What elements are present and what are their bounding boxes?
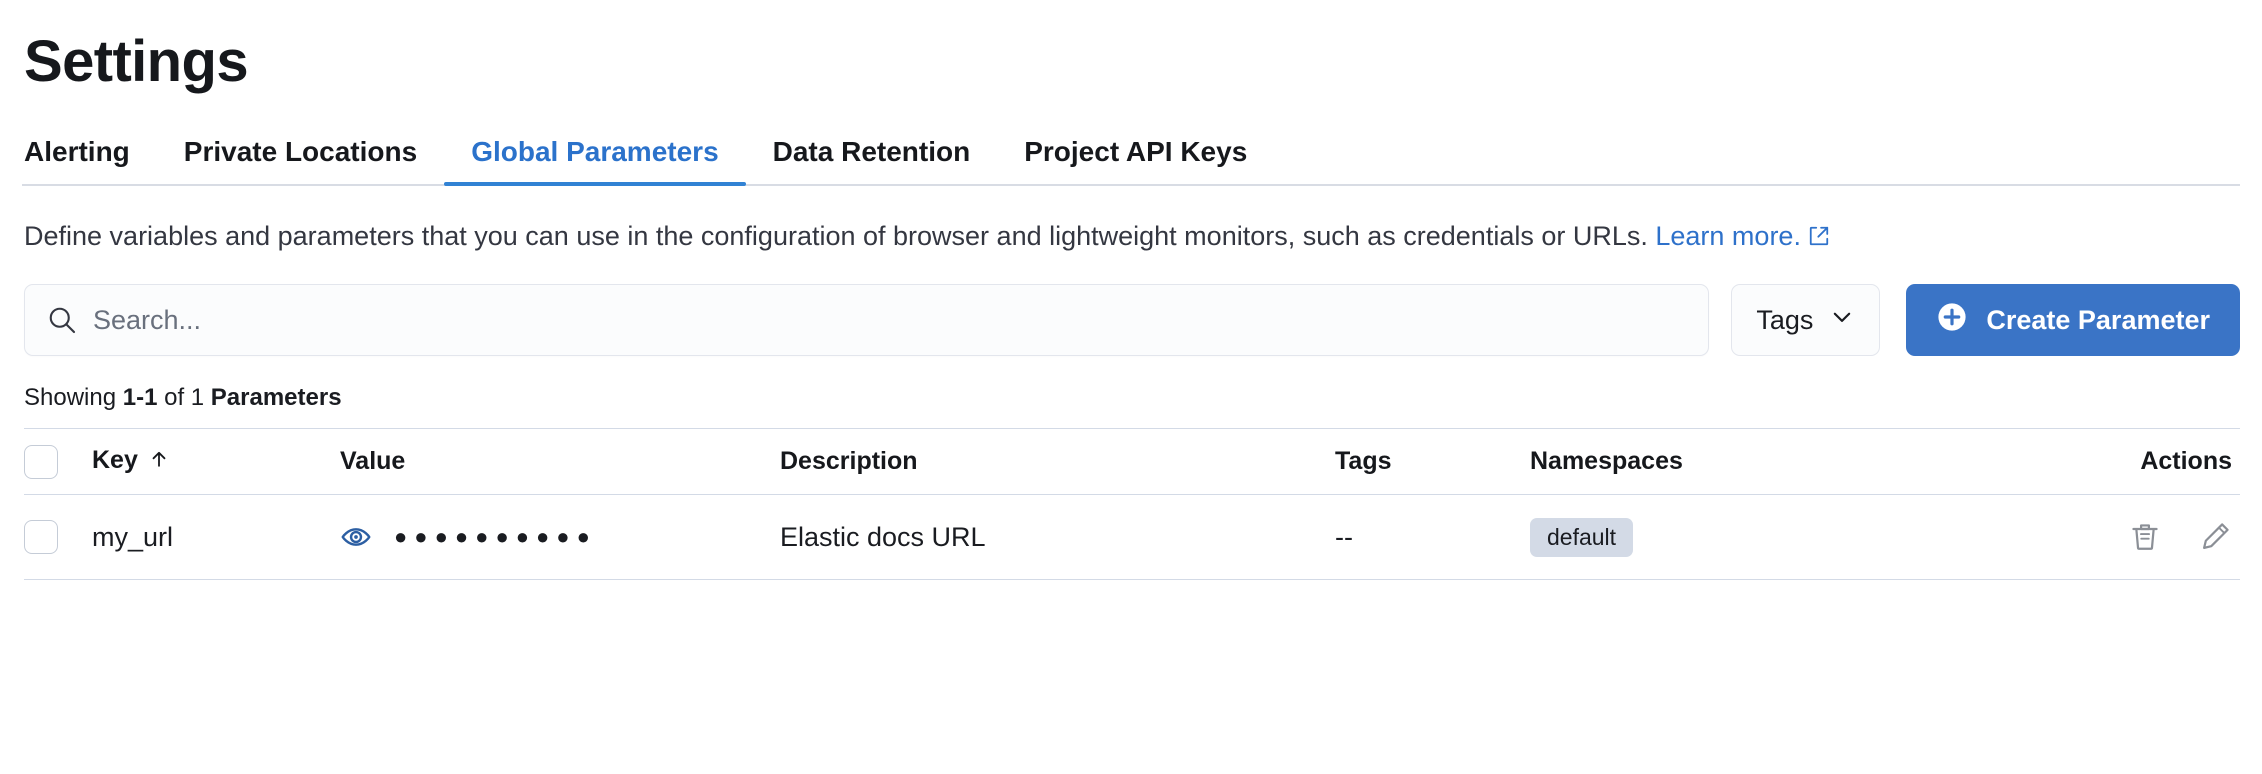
- tab-global-parameters[interactable]: Global Parameters: [444, 136, 747, 186]
- pencil-icon[interactable]: [2198, 520, 2232, 554]
- tab-label: Project API Keys: [1024, 136, 1248, 167]
- results-prefix: Showing: [24, 384, 123, 411]
- tags-filter-label: Tags: [1756, 304, 1814, 335]
- results-range: 1-1: [122, 384, 158, 411]
- row-select-checkbox[interactable]: [24, 520, 58, 554]
- column-header-label: Key: [92, 446, 138, 474]
- learn-more-link[interactable]: Learn more.: [1655, 221, 1830, 251]
- row-select-cell: [24, 520, 92, 554]
- page-title: Settings: [24, 29, 249, 94]
- column-header-actions: Actions: [2110, 447, 2240, 476]
- table-row: my_url ●●●●●●●●●● Elastic docs URL --: [24, 494, 2240, 580]
- masked-value: ●●●●●●●●●●: [394, 524, 597, 549]
- description-text: Define variables and parameters that you…: [24, 221, 1656, 251]
- settings-tabs: Alerting Private Locations Global Parame…: [22, 124, 2240, 186]
- tab-private-locations[interactable]: Private Locations: [157, 136, 444, 184]
- select-all-cell: [24, 444, 92, 479]
- column-header-label: Value: [340, 447, 406, 475]
- column-header-label: Namespaces: [1530, 447, 1683, 475]
- page-description: Define variables and parameters that you…: [24, 212, 2204, 262]
- tab-label: Alerting: [24, 136, 130, 167]
- column-header-description[interactable]: Description: [780, 447, 1335, 476]
- column-header-tags[interactable]: Tags: [1335, 447, 1530, 476]
- external-link-icon: [1808, 214, 1830, 262]
- tab-label: Private Locations: [183, 136, 418, 167]
- plus-circle-icon: [1936, 301, 1968, 340]
- create-parameter-label: Create Parameter: [1986, 304, 2210, 335]
- tab-label: Global Parameters: [471, 136, 719, 167]
- trash-icon[interactable]: [2128, 520, 2162, 554]
- create-parameter-button[interactable]: Create Parameter: [1906, 284, 2240, 356]
- chevron-down-icon: [1829, 304, 1855, 337]
- tab-label: Data Retention: [772, 136, 971, 167]
- select-all-checkbox[interactable]: [24, 444, 58, 479]
- toolbar: Search... Tags Create Parameter: [24, 284, 2240, 356]
- column-header-key[interactable]: Key: [92, 446, 340, 477]
- parameters-table: Key Value Description Tags Namespaces Ac…: [24, 428, 2240, 580]
- parameter-tags: --: [1335, 521, 1353, 552]
- table-header-row: Key Value Description Tags Namespaces Ac…: [24, 428, 2240, 494]
- results-count: Showing 1-1 of 1 Parameters: [24, 384, 2240, 412]
- column-header-value[interactable]: Value: [340, 447, 780, 476]
- cell-key: my_url: [92, 522, 340, 553]
- column-header-namespaces[interactable]: Namespaces: [1530, 447, 2110, 476]
- results-middle: of 1: [157, 384, 211, 411]
- column-header-label: Description: [780, 447, 918, 475]
- column-header-label: Tags: [1335, 447, 1392, 475]
- arrow-up-icon: [148, 448, 170, 477]
- tab-alerting[interactable]: Alerting: [24, 136, 157, 184]
- column-header-label: Actions: [2140, 447, 2232, 475]
- cell-actions: [2110, 520, 2240, 554]
- parameter-key: my_url: [92, 521, 174, 552]
- cell-value: ●●●●●●●●●●: [340, 521, 780, 553]
- cell-namespaces: default: [1530, 517, 2110, 557]
- search-placeholder: Search...: [93, 304, 202, 335]
- tab-data-retention[interactable]: Data Retention: [746, 136, 998, 184]
- learn-more-label: Learn more.: [1655, 221, 1801, 251]
- results-unit: Parameters: [210, 384, 342, 411]
- cell-description: Elastic docs URL: [780, 522, 1335, 553]
- tab-project-api-keys[interactable]: Project API Keys: [997, 136, 1274, 184]
- settings-page: Settings Alerting Private Locations Glob…: [0, 20, 2262, 774]
- cell-tags: --: [1335, 522, 1530, 553]
- parameter-description: Elastic docs URL: [780, 521, 986, 552]
- search-icon: [47, 305, 77, 335]
- search-input[interactable]: Search...: [24, 284, 1710, 356]
- eye-icon[interactable]: [340, 521, 372, 553]
- namespace-badge: default: [1530, 517, 1634, 557]
- tags-filter-button[interactable]: Tags: [1731, 284, 1881, 356]
